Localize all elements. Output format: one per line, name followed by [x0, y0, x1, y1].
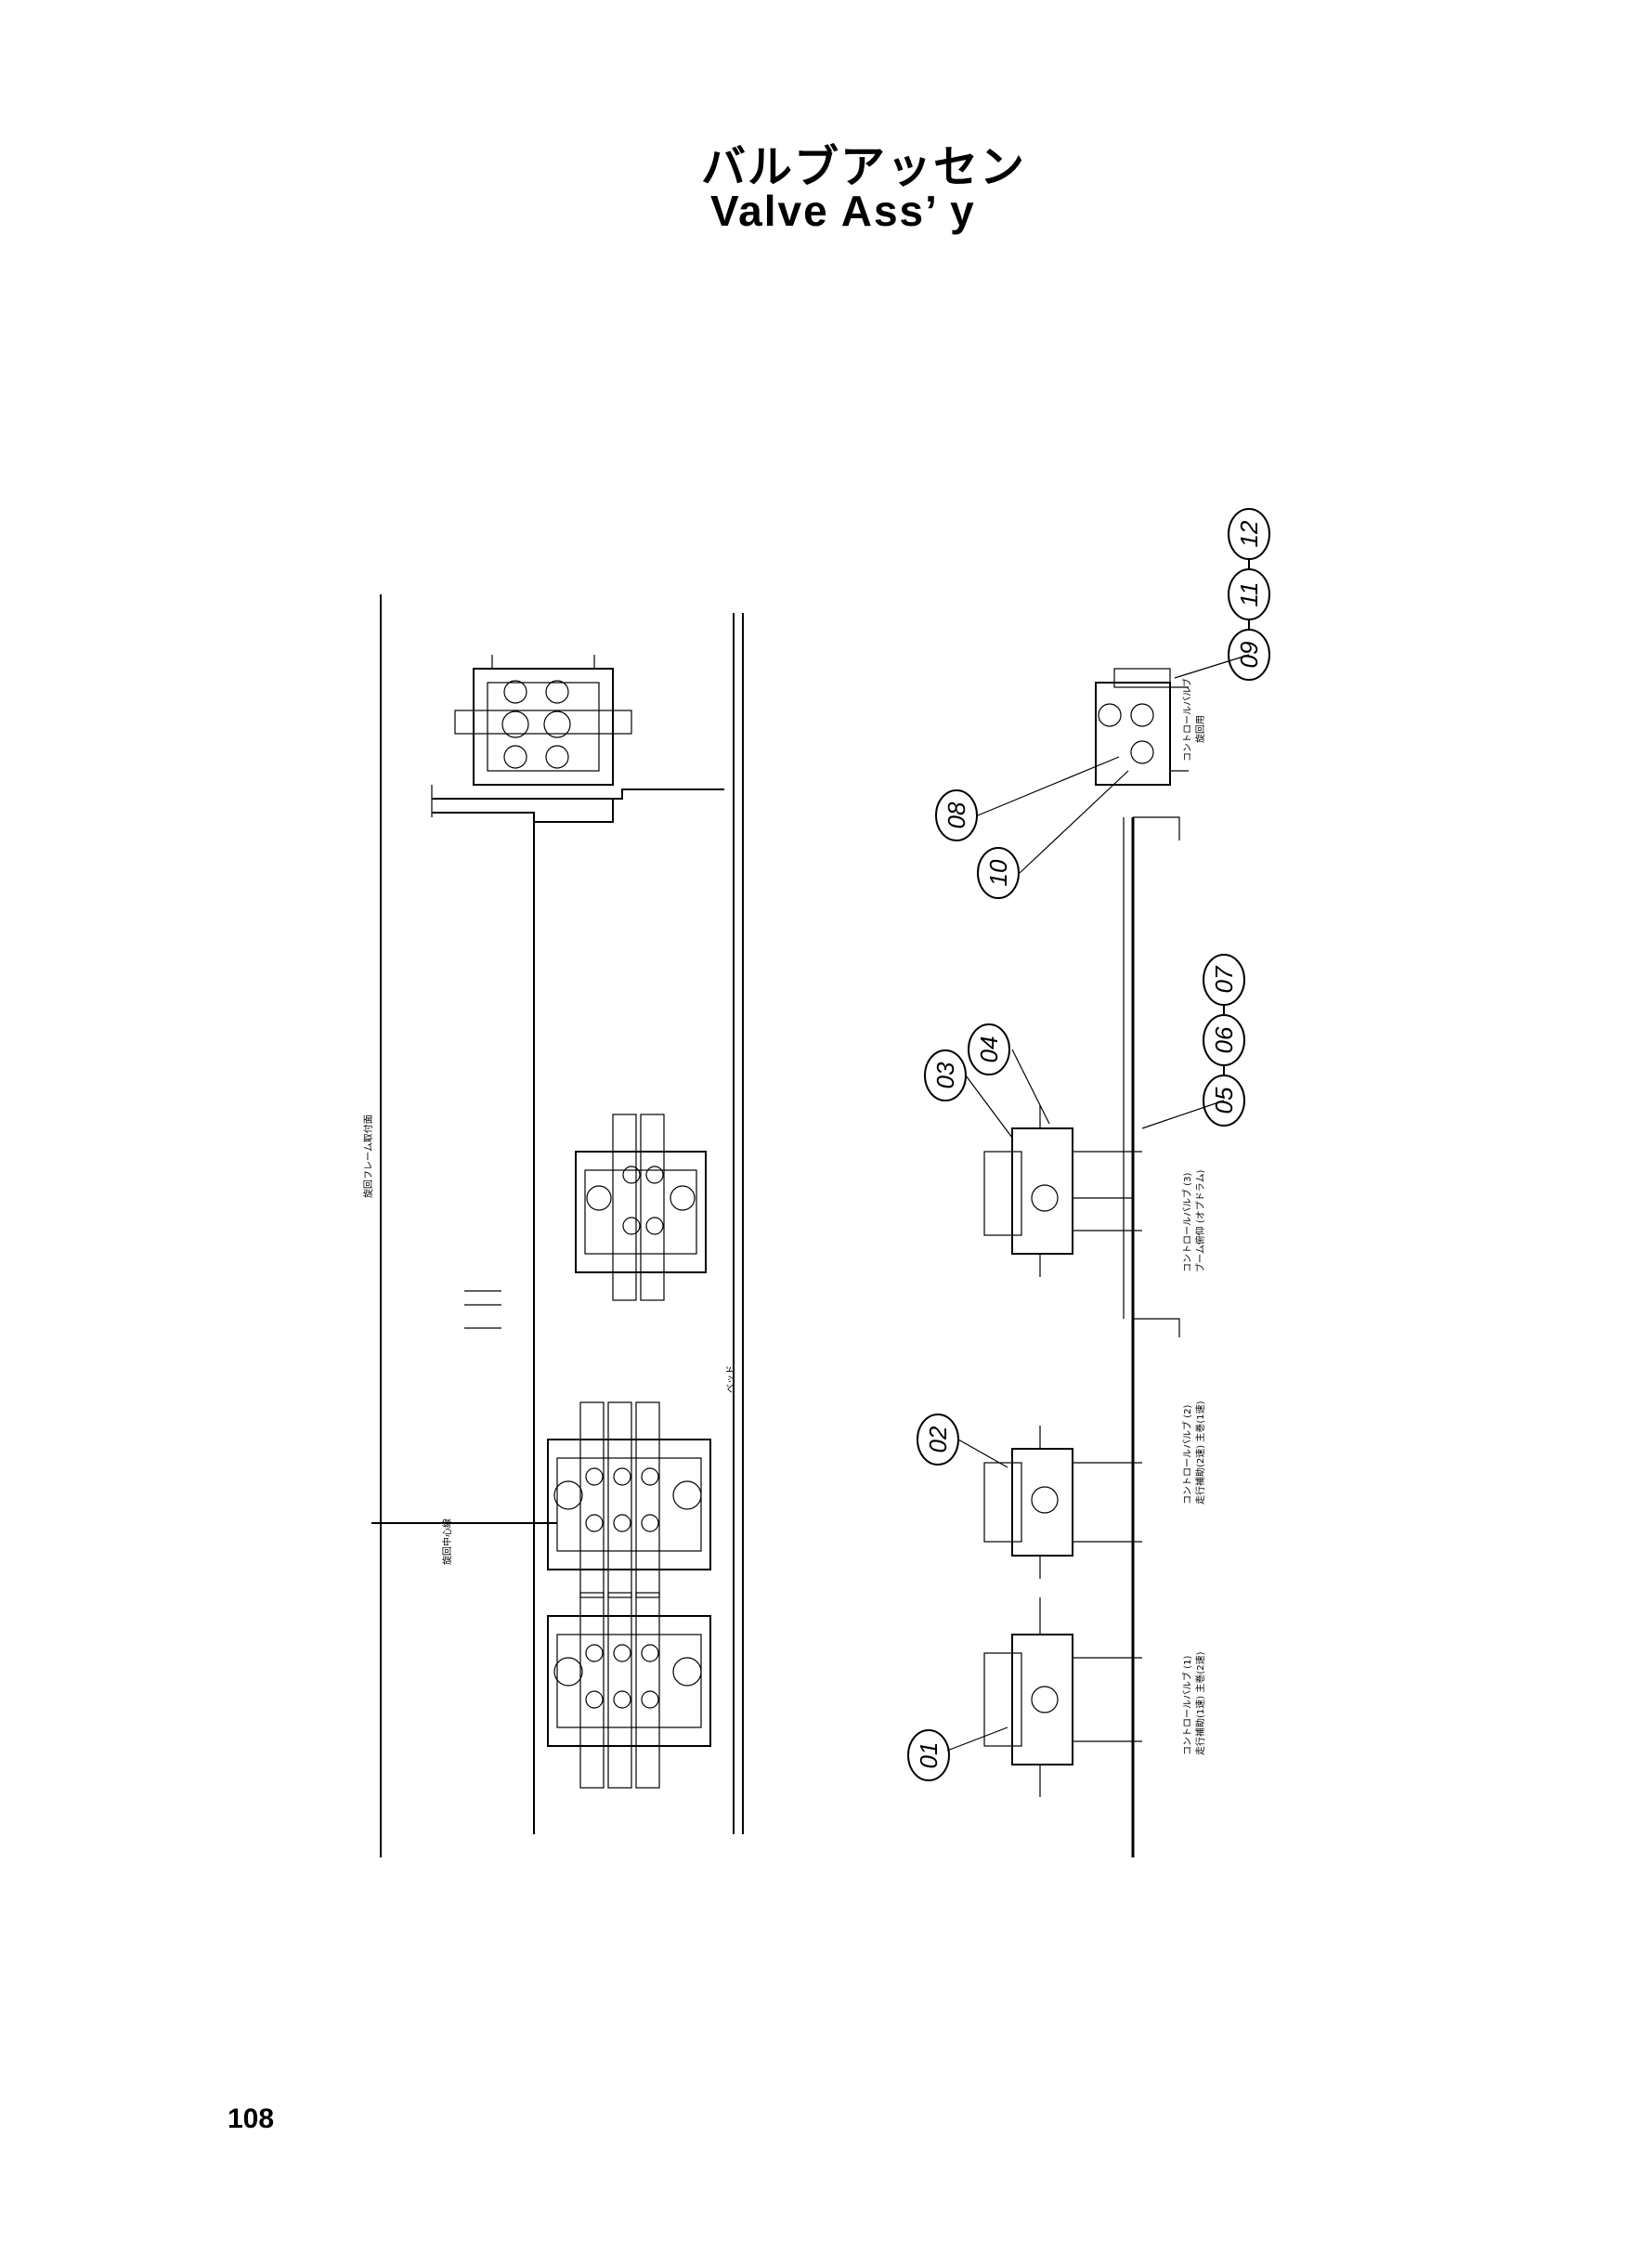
control-valve-1	[983, 1597, 1142, 1797]
callouts: 12 11 09 08 10 07	[907, 508, 1270, 1781]
callout-10: 10	[977, 847, 1020, 899]
cv1-sublabel: 走行補助(1速) 主巻(2速)	[1194, 1651, 1206, 1755]
right-view: コントロールバルブ 旋回用 コントロールバルブ (3) ブーム俯仰 (オプドラム…	[946, 654, 1250, 1857]
svg-text:05: 05	[1210, 1087, 1238, 1114]
svg-text:07: 07	[1210, 965, 1238, 993]
control-valve-2	[983, 1426, 1142, 1579]
swing-control-valve	[1095, 668, 1189, 786]
callout-07: 07	[1203, 954, 1245, 1006]
cv3-label: コントロールバルブ (3)	[1181, 1173, 1193, 1272]
callout-04: 04	[968, 1023, 1010, 1075]
title-japanese: バルブアッセン	[701, 141, 1027, 193]
cv1-label: コントロールバルブ (1)	[1181, 1656, 1193, 1755]
left-lower-valve-b	[547, 1592, 711, 1789]
callout-06: 06	[1203, 1014, 1245, 1066]
callout-05: 05	[1203, 1075, 1245, 1127]
svg-text:04: 04	[975, 1036, 1003, 1063]
bed-label: ベッド	[725, 1365, 736, 1393]
svg-text:11: 11	[1235, 582, 1263, 607]
svg-text:08: 08	[943, 801, 970, 828]
svg-text:09: 09	[1235, 642, 1263, 669]
svg-text:02: 02	[924, 1426, 952, 1453]
control-valve-3	[983, 1105, 1142, 1277]
callout-11: 11	[1228, 568, 1270, 620]
left-mid-valve	[575, 1114, 707, 1301]
left-top-valve	[454, 655, 632, 786]
callout-08: 08	[935, 789, 978, 841]
svg-text:06: 06	[1210, 1026, 1238, 1053]
callout-03: 03	[924, 1049, 967, 1101]
cv2-label: コントロールバルブ (2)	[1181, 1405, 1193, 1505]
left-lower-valve-a	[547, 1401, 711, 1598]
swing-valve-sublabel: 旋回用	[1194, 715, 1206, 743]
swing-valve-label: コントロールバルブ	[1181, 678, 1193, 762]
svg-text:03: 03	[931, 1062, 959, 1088]
center-label: 旋回中心線	[441, 1518, 453, 1565]
left-view: 旋回フレーム取付面 旋回中心線 ベッド	[362, 594, 744, 1857]
cv2-sublabel: 走行補助(2速) 主巻(1速)	[1194, 1401, 1206, 1505]
callout-12: 12	[1228, 508, 1270, 560]
svg-text:12: 12	[1235, 520, 1263, 547]
svg-text:01: 01	[915, 1742, 943, 1769]
frame-label: 旋回フレーム取付面	[362, 1114, 374, 1198]
callout-01: 01	[907, 1729, 950, 1781]
callout-02: 02	[917, 1414, 959, 1466]
cv3-sublabel: ブーム俯仰 (オプドラム)	[1194, 1170, 1206, 1272]
title-english: Valve Ass’ y	[710, 187, 976, 235]
page-number: 108	[228, 2104, 275, 2134]
svg-text:10: 10	[984, 859, 1012, 886]
callout-09: 09	[1228, 629, 1270, 681]
